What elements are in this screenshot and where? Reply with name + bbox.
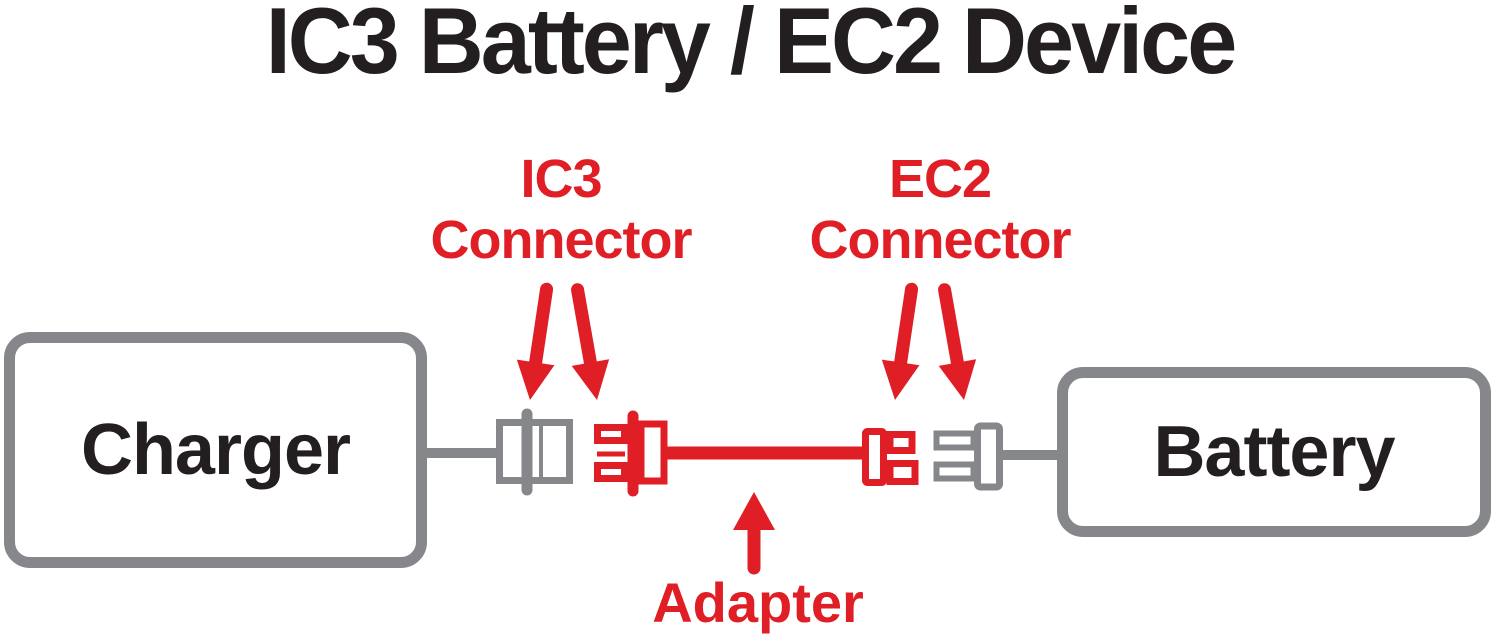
down-arrow-icon xyxy=(511,286,565,402)
adapter-label: Adapter xyxy=(652,571,864,634)
page-title: IC3 Battery / EC2 Device xyxy=(265,0,1238,94)
battery-node: Battery xyxy=(1057,367,1491,537)
ec2-connector-male-icon xyxy=(862,428,919,486)
ic3-connector-female-icon xyxy=(496,408,573,496)
down-arrow-icon xyxy=(926,286,983,403)
up-arrow-icon xyxy=(733,492,775,568)
charger-node: Charger xyxy=(4,332,427,568)
ic3-connector-label: IC3 Connector xyxy=(430,149,693,272)
charger-node-label: Charger xyxy=(80,410,351,490)
ic3-connector-male-icon xyxy=(594,410,668,497)
ec2-label-line1: EC2 xyxy=(888,149,992,209)
down-arrow-icon xyxy=(559,286,616,403)
ec2-connector-female-icon xyxy=(933,422,1003,491)
battery-node-label: Battery xyxy=(1153,412,1395,492)
ic3-label-line2: Connector xyxy=(430,210,693,270)
ec2-label-line2: Connector xyxy=(809,210,1072,270)
down-arrow-icon xyxy=(876,286,930,402)
ic3-label-line1: IC3 xyxy=(520,149,602,209)
ec2-connector-label: EC2 Connector xyxy=(809,149,1072,272)
